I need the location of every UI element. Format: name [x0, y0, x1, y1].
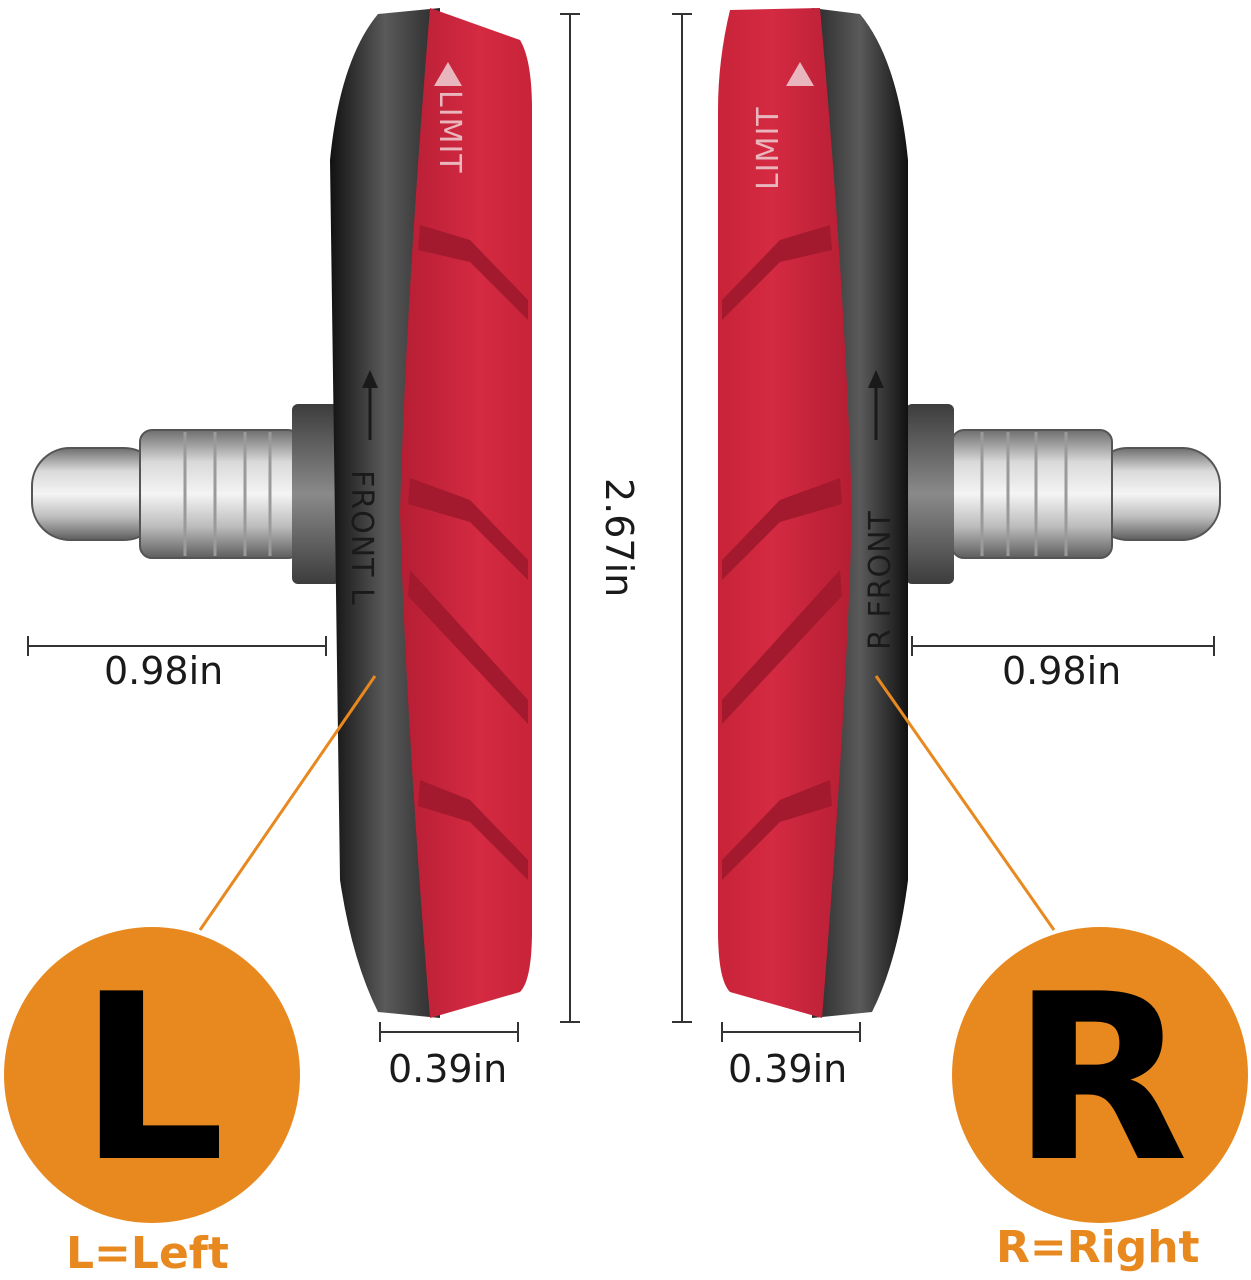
right-pad-width-label: 0.39in — [728, 1047, 847, 1091]
left-front-label: FRONT L — [344, 470, 379, 606]
left-pad-width-dimension — [379, 1022, 519, 1042]
left-caption: L=Left — [66, 1228, 229, 1279]
right-limit-text: LIMIT — [751, 106, 786, 190]
right-arrow-up-icon — [868, 370, 884, 440]
right-badge-letter: R — [1011, 946, 1188, 1213]
left-threaded-post — [31, 404, 340, 584]
right-badge: R — [952, 927, 1248, 1223]
right-caption: R=Right — [996, 1222, 1200, 1273]
left-post-label: 0.98in — [104, 649, 223, 693]
right-limit-triangle-icon — [786, 62, 814, 86]
right-brake-shoe: LIMIT R FRONT — [718, 8, 1221, 1018]
height-dimension-right — [672, 13, 692, 1023]
left-callout-line — [198, 675, 377, 931]
left-pad-width-label: 0.39in — [388, 1047, 507, 1091]
left-arrow-up-icon — [362, 370, 378, 440]
left-limit-text: LIMIT — [432, 90, 467, 174]
right-threaded-post — [906, 404, 1221, 584]
left-post-dimension — [27, 636, 327, 656]
height-dimension-left — [560, 13, 580, 1023]
right-front-label: R FRONT — [863, 510, 898, 650]
left-badge: L — [4, 927, 300, 1223]
left-limit-triangle-icon — [434, 62, 462, 86]
left-brake-shoe: LIMIT FRONT L — [31, 8, 532, 1018]
right-post-dimension — [911, 636, 1215, 656]
right-post-label: 0.98in — [1002, 649, 1121, 693]
height-label: 2.67in — [597, 478, 641, 597]
right-pad-width-dimension — [721, 1022, 861, 1042]
left-pad-grooves — [408, 225, 528, 880]
right-pad-grooves — [722, 225, 842, 880]
left-badge-letter: L — [79, 946, 226, 1213]
right-callout-line — [874, 675, 1056, 931]
